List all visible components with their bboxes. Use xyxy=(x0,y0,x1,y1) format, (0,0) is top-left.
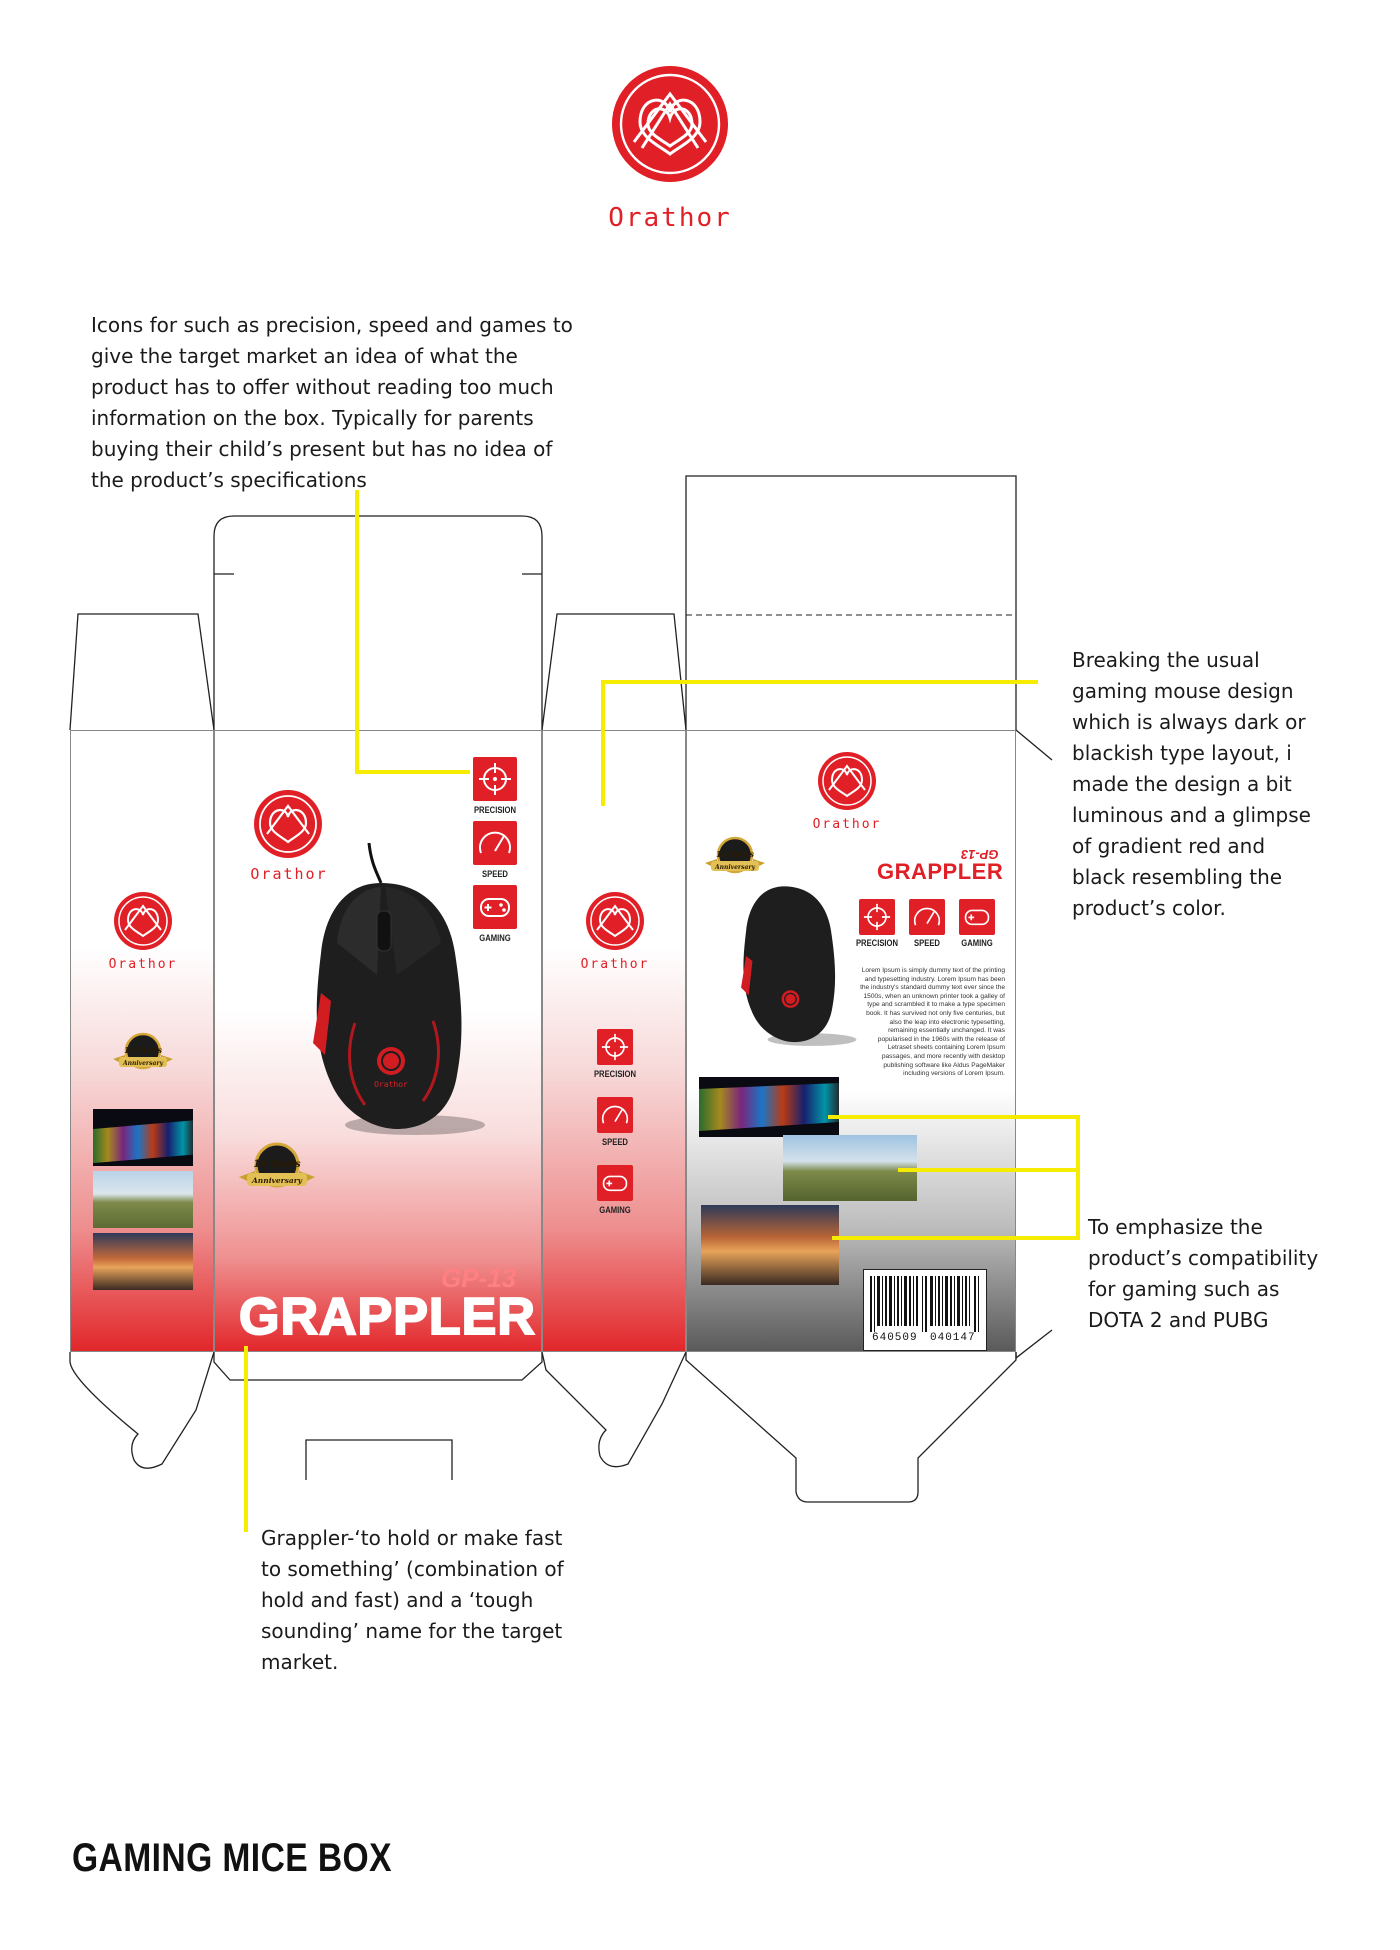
back-brand: Orathor xyxy=(812,817,882,832)
gaming-label: GAMING xyxy=(961,938,993,948)
barcode-right-digits: 040147 xyxy=(930,1332,976,1344)
gaming-label: GAMING xyxy=(599,1205,631,1215)
annotation-compatibility: To emphasize the product’s compatibility… xyxy=(1088,1215,1319,1332)
game-thumb-dota xyxy=(93,1109,193,1166)
gaming-mouse-image xyxy=(741,886,857,1046)
orathor-knot-icon xyxy=(612,66,728,182)
anniversary-badge: 10 Years Anniversary xyxy=(705,836,765,874)
badge-label: Anniversary xyxy=(251,1176,303,1185)
model-number: GP-13 xyxy=(441,1263,517,1293)
barcode: 640509 040147 xyxy=(863,1269,987,1351)
speed-icon xyxy=(473,821,517,865)
speed-label: SPEED xyxy=(914,938,940,948)
speed-label: SPEED xyxy=(602,1137,628,1147)
back-product-name: GRAPPLER xyxy=(877,859,1004,884)
gaming-icon xyxy=(959,899,995,935)
precision-icon xyxy=(859,899,895,935)
front-brand: Orathor xyxy=(250,865,328,883)
orathor-knot-icon xyxy=(114,892,172,950)
badge-years: 10 Years xyxy=(253,1159,301,1170)
top-logo: Orathor xyxy=(600,62,740,233)
precision-label: PRECISION xyxy=(593,1069,637,1079)
gaming-label: GAMING xyxy=(479,933,511,943)
anniversary-badge: 10 Years Anniversary xyxy=(239,1142,315,1188)
precision-icon xyxy=(597,1029,633,1065)
gaming-icon xyxy=(473,885,517,929)
game-thumb-sunset xyxy=(93,1233,193,1290)
precision-label: PRECISION xyxy=(473,805,517,815)
precision-label: PRECISION xyxy=(855,938,899,948)
barcode-left-digits: 640509 xyxy=(872,1332,918,1344)
product-name: GRAPPLER xyxy=(238,1287,536,1347)
anniversary-badge: 10 Years Anniversary xyxy=(113,1032,173,1070)
annotation-icons: Icons for such as precision, speed and g… xyxy=(91,313,573,492)
back-panel: Orathor 10 Years Anniversary GP-13 GRAPP… xyxy=(686,730,1016,1352)
side-panel-right: Orathor PRECISION SPEED GAMING xyxy=(542,730,686,1352)
orathor-knot-icon xyxy=(586,892,644,950)
side-left-brand: Orathor xyxy=(108,957,178,972)
mouse-logo-text: Orathor xyxy=(374,1080,408,1089)
front-panel: Orathor PRECISION SPEED GAMING Orathor 1… xyxy=(214,730,542,1352)
badge-label: Anniversary xyxy=(714,864,756,871)
game-thumb-sunset xyxy=(701,1205,839,1285)
precision-icon xyxy=(473,757,517,801)
gaming-icon xyxy=(597,1165,633,1201)
annotation-design: Breaking the usual gaming mouse design w… xyxy=(1072,648,1311,920)
barcode-bars xyxy=(870,1276,979,1332)
speed-icon xyxy=(909,899,945,935)
game-thumb-pubg xyxy=(93,1171,193,1228)
game-thumb-dota xyxy=(699,1077,839,1137)
top-logo-text: Orathor xyxy=(608,203,732,233)
orathor-knot-icon xyxy=(818,752,876,810)
side-panel-left: Orathor 10 Years Anniversary xyxy=(70,730,214,1352)
badge-years: 10 Years xyxy=(124,1045,162,1055)
badge-years: 10 Years xyxy=(716,849,754,859)
footer-title: GAMING MICE BOX xyxy=(72,1836,392,1880)
side-right-brand: Orathor xyxy=(580,957,650,972)
product-description: Lorem Ipsum is simply dummy text of the … xyxy=(860,967,1005,1078)
speed-label: SPEED xyxy=(482,869,508,879)
annotation-name: Grappler-‘to hold or make fast to someth… xyxy=(261,1526,564,1674)
gaming-mouse-image: Orathor xyxy=(313,843,485,1135)
speed-icon xyxy=(597,1097,633,1133)
badge-label: Anniversary xyxy=(122,1060,164,1067)
orathor-knot-icon xyxy=(254,790,322,858)
game-thumb-pubg xyxy=(783,1135,917,1201)
